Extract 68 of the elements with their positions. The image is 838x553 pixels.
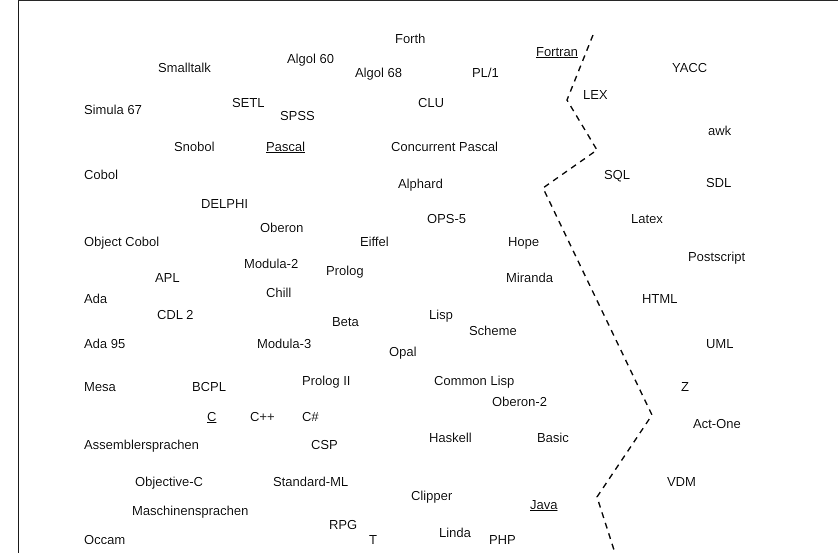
language-name: CSP — [311, 437, 338, 453]
language-name: Ada 95 — [84, 336, 126, 352]
language-name: Alphard — [398, 176, 443, 192]
language-name: BCPL — [192, 379, 226, 395]
language-name: Object Cobol — [84, 234, 160, 250]
language-name: Opal — [389, 344, 416, 360]
language-name: OPS-5 — [427, 211, 466, 227]
language-name: Occam — [84, 532, 126, 548]
language-name: C++ — [250, 409, 275, 425]
language-name: PHP — [489, 532, 516, 548]
language-name: C# — [302, 409, 319, 425]
language-name: Oberon-2 — [492, 394, 547, 410]
language-name: Snobol — [174, 139, 214, 155]
language-name: RPG — [329, 517, 358, 533]
language-name: Eiffel — [360, 234, 389, 250]
language-name: Haskell — [429, 430, 472, 446]
language-name: Java — [530, 497, 558, 513]
language-name: Objective-C — [135, 474, 203, 490]
language-name: LEX — [583, 87, 608, 103]
language-name: SETL — [232, 95, 265, 111]
language-name: CDL 2 — [157, 307, 194, 323]
language-name: Act-One — [693, 416, 741, 432]
language-name: Modula-2 — [244, 256, 298, 272]
language-name: Lisp — [429, 307, 453, 323]
language-name: Ada — [84, 291, 108, 307]
language-name: SPSS — [280, 108, 315, 124]
language-name: Pascal — [266, 139, 306, 155]
language-name: Fortran — [536, 44, 578, 60]
language-name: Modula-3 — [257, 336, 312, 352]
language-name: SQL — [604, 167, 630, 183]
language-name: Linda — [439, 525, 471, 541]
language-name: Chill — [266, 285, 292, 301]
language-name: DELPHI — [201, 196, 248, 212]
language-name: VDM — [667, 474, 696, 490]
language-name: Beta — [332, 314, 359, 330]
language-name: UML — [706, 336, 734, 352]
language-name: Postscript — [688, 249, 746, 265]
language-name: Latex — [631, 211, 663, 227]
language-name: Algol 60 — [287, 51, 334, 67]
language-name: Standard-ML — [273, 474, 348, 490]
language-name: Smalltalk — [158, 60, 211, 76]
language-name: SDL — [706, 175, 732, 191]
language-name: Miranda — [506, 270, 553, 286]
language-name: PL/1 — [472, 65, 499, 81]
language-name: Prolog II — [302, 373, 350, 389]
language-name: HTML — [642, 291, 678, 307]
language-name: Mesa — [84, 379, 116, 395]
language-name: Concurrent Pascal — [391, 139, 498, 155]
language-name: Basic — [537, 430, 569, 446]
language-name: Clipper — [411, 488, 452, 504]
language-name: CLU — [418, 95, 444, 111]
language-name: Assemblersprachen — [84, 437, 199, 453]
language-name: T — [369, 532, 377, 548]
language-name: Algol 68 — [355, 65, 402, 81]
language-name: Common Lisp — [434, 373, 514, 389]
language-name: Hope — [508, 234, 540, 250]
language-name: APL — [155, 270, 180, 286]
language-name: Scheme — [469, 323, 517, 339]
language-name: Prolog — [326, 263, 364, 279]
language-name: Oberon — [260, 220, 304, 236]
language-name: Z — [681, 379, 689, 395]
language-name: C — [206, 409, 218, 425]
language-name: awk — [708, 123, 732, 139]
language-name: Maschinensprachen — [132, 503, 248, 519]
language-name: YACC — [672, 60, 708, 76]
language-name: Simula 67 — [84, 102, 142, 118]
language-name: Cobol — [84, 167, 118, 183]
language-name: Forth — [395, 31, 426, 47]
